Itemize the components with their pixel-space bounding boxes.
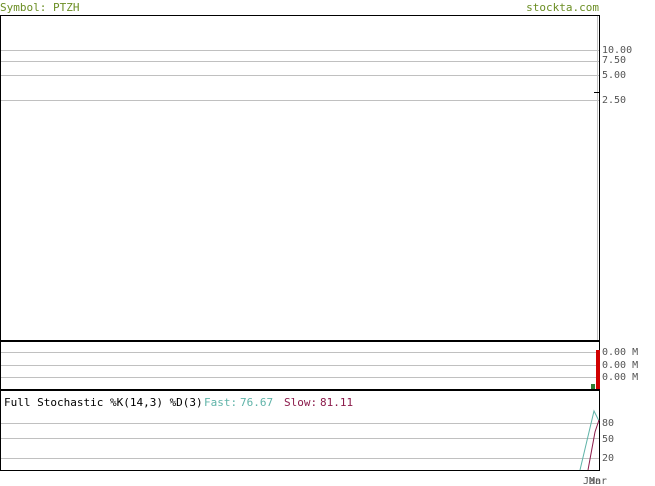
site-label: stockta.com (526, 1, 599, 14)
price-tick-label: 7.50 (602, 55, 626, 66)
stochastic-tick-label: 80 (602, 418, 614, 429)
volume-bar-down (596, 350, 600, 389)
slow-line (587, 419, 600, 471)
stochastic-tick-label: 50 (602, 434, 614, 445)
slow-value: 81.11 (320, 396, 353, 409)
symbol-label: Symbol: PTZH (0, 1, 79, 14)
price-tick-label: 10.00 (602, 45, 632, 56)
price-panel: 10.00 7.50 5.00 2.50 (0, 15, 632, 341)
stochastic-tick-label: 20 (602, 453, 614, 464)
stochastic-title: Full Stochastic %K(14,3) %D(3) (4, 396, 203, 409)
slow-label: Slow: (284, 396, 317, 409)
stochastic-panel: Full Stochastic %K(14,3) %D(3) Fast: 76.… (0, 390, 614, 471)
fast-value: 76.67 (240, 396, 273, 409)
fast-label: Fast: (204, 396, 237, 409)
x-axis-label: Jan (583, 476, 601, 486)
volume-panel: 0.00 M 0.00 M 0.00 M (0, 341, 638, 390)
x-axis-label: Mar (589, 476, 607, 486)
volume-bar-up (591, 384, 595, 389)
volume-tick-label: 0.00 M (602, 347, 638, 358)
price-panel-frame (0, 15, 600, 341)
price-tick-label: 5.00 (602, 70, 626, 81)
price-tick-label: 2.50 (602, 95, 626, 106)
stochastic-panel-frame (0, 390, 600, 471)
volume-tick-label: 0.00 M (602, 372, 638, 383)
fast-line (579, 409, 600, 471)
volume-tick-label: 0.00 M (602, 360, 638, 371)
